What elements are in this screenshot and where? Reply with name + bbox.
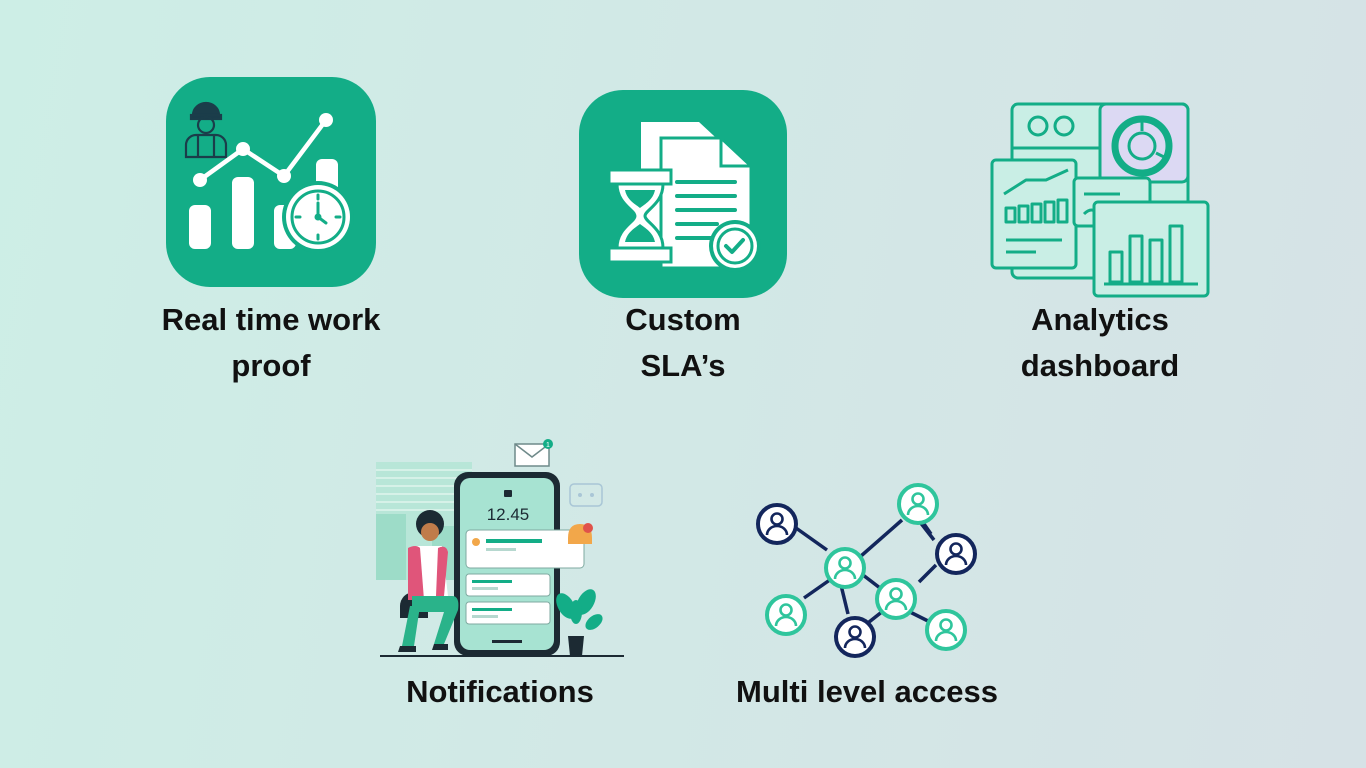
feature-label-real-time-work-proof: Real time work proof — [131, 297, 411, 389]
label-line: SLA’s — [640, 348, 726, 383]
label-line: Custom — [625, 302, 741, 337]
feature-label-notifications: Notifications — [360, 669, 640, 715]
feature-label-multi-level-access: Multi level access — [712, 669, 1022, 715]
feature-label-analytics-dashboard: Analytics dashboard — [960, 297, 1240, 389]
label-line: Analytics — [1031, 302, 1169, 337]
hourglass-document-check-icon — [579, 90, 787, 298]
email-badge-count: 1 — [546, 442, 550, 449]
user-network-icon — [750, 480, 984, 660]
label-line: Notifications — [406, 674, 594, 709]
person-with-phone-notifications-icon: 1 12.45 — [372, 436, 628, 660]
label-line: dashboard — [1020, 348, 1180, 383]
label-line: Multi level access — [736, 674, 998, 709]
label-line: proof — [231, 348, 311, 383]
label-line: Real time work — [161, 302, 381, 337]
analytics-dashboard-icon — [990, 102, 1212, 300]
phone-time: 12.45 — [487, 505, 530, 524]
feature-label-custom-slas: Custom SLA’s — [543, 297, 823, 389]
worker-growth-chart-clock-icon — [166, 77, 376, 287]
